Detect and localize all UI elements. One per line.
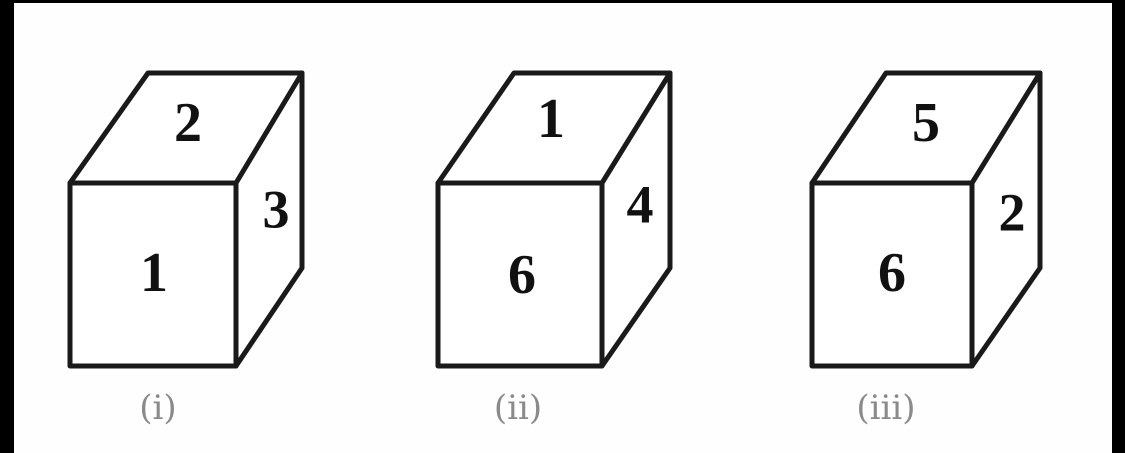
cube-1-front-number: 1 xyxy=(140,242,168,304)
cube-3-front-face xyxy=(812,183,972,366)
cube-3-top-number: 5 xyxy=(912,92,940,154)
cube-3-side-edges xyxy=(969,70,1043,369)
cube-1: 2 3 1 (i) xyxy=(67,70,305,428)
cube-3: 5 2 6 (iii) xyxy=(809,70,1043,428)
cube-1-side-number: 3 xyxy=(263,179,290,239)
cube-1-side-edges xyxy=(233,70,305,369)
cube-2-side-edges xyxy=(599,70,673,369)
cube-3-front-number: 6 xyxy=(878,242,906,304)
cube-1-caption: (i) xyxy=(139,388,176,428)
cube-2-side-number: 4 xyxy=(627,174,654,234)
cube-1-top-face xyxy=(70,73,302,183)
cube-3-side-number: 2 xyxy=(999,182,1026,242)
cube-2: 1 4 6 (ii) xyxy=(435,70,673,428)
cube-1-front-face xyxy=(70,183,236,366)
cube-2-side-face xyxy=(602,73,670,366)
cube-1-side-face xyxy=(236,73,302,366)
cube-2-top-number: 1 xyxy=(537,88,565,150)
cube-2-front-number: 6 xyxy=(508,244,536,306)
cube-1-top-number: 2 xyxy=(174,92,202,154)
cube-3-side-face xyxy=(972,73,1040,366)
cube-3-caption: (iii) xyxy=(856,388,915,428)
cube-2-caption: (ii) xyxy=(494,388,542,428)
cube-2-front-face xyxy=(438,183,602,366)
